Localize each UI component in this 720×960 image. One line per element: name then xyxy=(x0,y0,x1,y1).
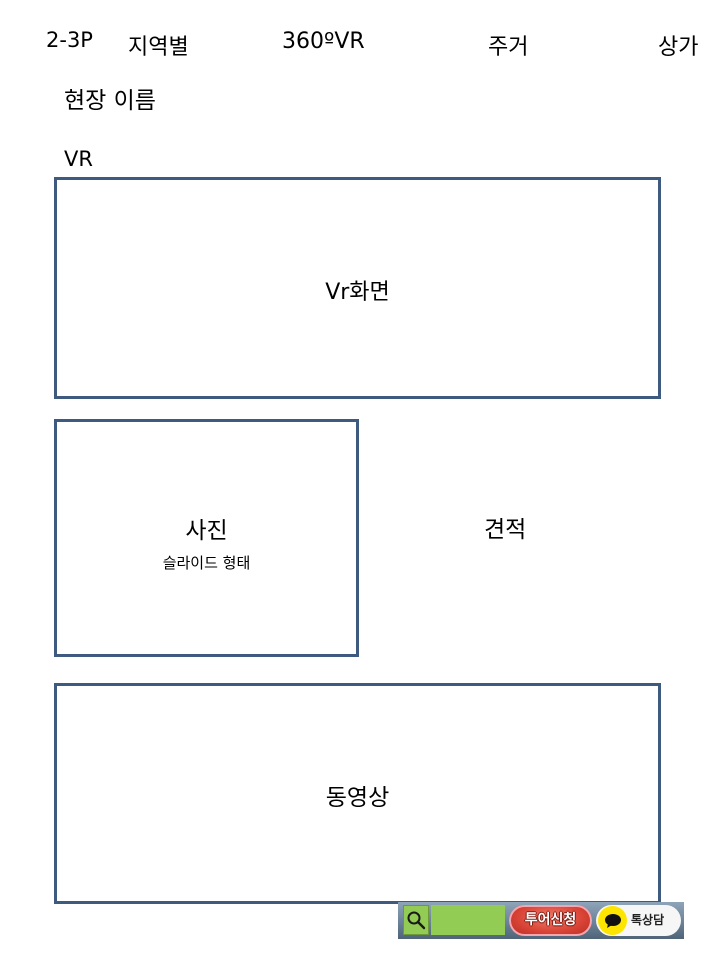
floating-action-bar: 투어신청 톡상담 xyxy=(398,902,684,939)
kakao-chat-button[interactable]: 톡상담 xyxy=(596,905,681,936)
video-area-title: 동영상 xyxy=(325,785,390,811)
nav-item-region[interactable]: 지역별 xyxy=(128,35,189,60)
tour-request-button[interactable]: 투어신청 xyxy=(509,905,592,936)
video-area[interactable]: 동영상 xyxy=(54,683,661,904)
search-button[interactable] xyxy=(403,905,429,935)
estimate-label: 견적 xyxy=(484,517,527,543)
nav-item-commercial[interactable]: 상가 xyxy=(658,35,699,60)
photo-slider-subtitle: 슬라이드 형태 xyxy=(162,554,251,572)
vr-section-label: VR xyxy=(64,147,93,171)
photo-slider-title: 사진 xyxy=(185,518,228,544)
nav-item-residential[interactable]: 주거 xyxy=(488,35,529,60)
vr-viewer-area[interactable]: Vr화면 xyxy=(54,177,661,399)
nav-item-360vr[interactable]: 360ºVR xyxy=(282,29,365,54)
vr-viewer-placeholder-text: Vr화면 xyxy=(325,280,390,305)
kakao-chat-icon xyxy=(598,906,627,935)
search-input[interactable] xyxy=(431,905,505,935)
search-icon xyxy=(407,911,426,930)
photo-slider-area[interactable]: 사진 슬라이드 형태 xyxy=(54,419,359,657)
page-number-label: 2-3P xyxy=(46,28,93,52)
site-name-heading: 현장 이름 xyxy=(64,88,156,114)
kakao-chat-label: 톡상담 xyxy=(631,913,665,927)
